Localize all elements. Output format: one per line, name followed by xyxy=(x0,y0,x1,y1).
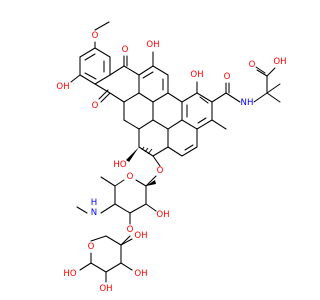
acid-hydroxyl-label: OH xyxy=(273,57,286,67)
hashed-bond xyxy=(141,146,153,155)
sugar-hydroxyl-label: OH xyxy=(156,210,169,220)
xylose-hydroxyl-1-label: OH xyxy=(134,231,147,241)
xylose-hydroxyl-3-label: OH xyxy=(99,284,112,294)
molecule-structure-diagram: O OH O O OH OH O NH O OH HO O O OH N H O… xyxy=(56,21,287,294)
pyran-oxygen-label: O xyxy=(127,172,134,182)
amide-oxygen-label: O xyxy=(224,72,231,82)
xylose-ring-oxygen-label: O xyxy=(88,242,95,252)
c5-hydroxyl-label: HO xyxy=(113,160,126,170)
stereo-bonds xyxy=(126,146,156,186)
amide-nh-label: NH xyxy=(241,98,254,108)
quinone-oxygen-bottom-label: O xyxy=(92,101,99,111)
upper-hydroxyl-label: OH xyxy=(190,70,203,80)
xylose-hydroxyl-2-label: OH xyxy=(134,269,147,279)
quinone-oxygen-top-label: O xyxy=(122,45,129,55)
methylamino-nitrogen-label: N xyxy=(91,208,97,218)
wedge-bond xyxy=(126,147,139,162)
phenol-hydroxyl-label: OH xyxy=(56,82,69,92)
xylose-link-oxygen-label: O xyxy=(127,225,134,235)
methylamino-hydrogen-label: H xyxy=(91,198,97,208)
acid-oxygen-label: O xyxy=(249,60,256,70)
ring-hydroxyl-label: OH xyxy=(146,40,159,50)
atom-labels: O OH O O OH OH O NH O OH HO O O OH N H O… xyxy=(56,31,286,294)
wedge-bond xyxy=(146,180,156,186)
methoxy-oxygen-label: O xyxy=(92,31,99,41)
xylose-ho-label: HO xyxy=(63,269,76,279)
bond-skeleton xyxy=(70,21,281,283)
glycoside-oxygen-label: O xyxy=(157,166,164,176)
